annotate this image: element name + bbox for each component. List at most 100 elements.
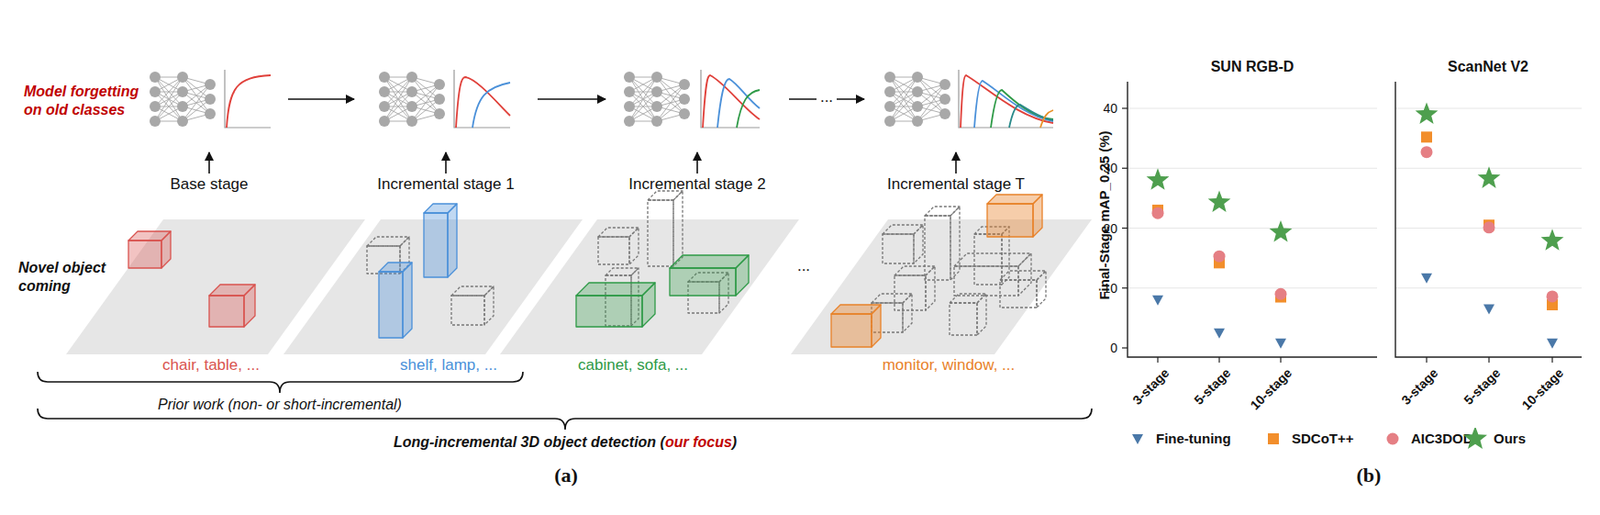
legend-text: Fine-tuning bbox=[1155, 430, 1232, 446]
neuron bbox=[149, 71, 161, 83]
box-face bbox=[949, 293, 987, 303]
network-edge bbox=[889, 77, 918, 122]
ellipsis: ... bbox=[797, 256, 811, 276]
neuron bbox=[378, 115, 390, 127]
emphasis: our focus bbox=[665, 433, 733, 450]
legend-text: Ours bbox=[1493, 430, 1526, 446]
neuron bbox=[204, 78, 216, 90]
bracket-label: Long-incremental 3D object detection (ou… bbox=[393, 433, 737, 451]
legend-marker bbox=[1124, 427, 1153, 450]
box-face bbox=[423, 212, 448, 278]
neuron bbox=[406, 115, 418, 127]
stage-column: Incremental stage 1 bbox=[366, 62, 525, 199]
marker-square bbox=[1267, 433, 1279, 445]
neuron bbox=[177, 100, 189, 112]
forgetting-curve bbox=[1009, 104, 1054, 128]
axis-title: Final-Stage mAP_0.25 (%) bbox=[1096, 130, 1112, 300]
box-face bbox=[950, 206, 960, 280]
tick-label: 10-stage bbox=[1519, 365, 1567, 412]
box-face bbox=[378, 271, 403, 338]
neuron bbox=[651, 100, 663, 112]
box-face bbox=[402, 262, 412, 338]
neuron bbox=[177, 115, 189, 127]
marker-triangle bbox=[1275, 338, 1287, 349]
marker-square bbox=[1421, 131, 1433, 143]
network-edge bbox=[155, 77, 183, 122]
box-face bbox=[366, 236, 410, 246]
neuron bbox=[939, 108, 951, 120]
tick bbox=[1425, 356, 1427, 363]
neuron bbox=[678, 78, 690, 90]
object-box bbox=[954, 253, 1032, 296]
axis-spine bbox=[1395, 81, 1582, 357]
up-arrow bbox=[208, 152, 211, 174]
object-box bbox=[1000, 270, 1046, 308]
grid-line bbox=[1127, 167, 1378, 169]
legend-text: AIC3DOD bbox=[1411, 430, 1474, 446]
marker-circle bbox=[1546, 289, 1559, 302]
box-face bbox=[1018, 253, 1032, 296]
box-face bbox=[974, 233, 1002, 285]
forgetting-curve bbox=[472, 82, 511, 128]
marker-triangle bbox=[1546, 338, 1558, 349]
legend-text: SDCoT++ bbox=[1291, 430, 1355, 446]
neuron bbox=[911, 86, 923, 98]
neuron bbox=[939, 93, 951, 105]
panel-tag: (b) bbox=[1356, 463, 1382, 488]
neuron bbox=[433, 93, 445, 105]
curve-axes bbox=[224, 69, 271, 128]
box-face bbox=[161, 231, 171, 268]
marker-circle bbox=[1275, 288, 1288, 300]
box-face bbox=[209, 295, 245, 327]
neuron bbox=[149, 100, 161, 112]
grid-line bbox=[1395, 287, 1582, 289]
neuron bbox=[433, 78, 445, 90]
grid-line bbox=[1395, 108, 1582, 110]
forgetting-curve bbox=[990, 89, 1054, 128]
axis-spine bbox=[1127, 81, 1378, 357]
network-edge bbox=[384, 77, 412, 122]
neuron bbox=[884, 71, 896, 83]
network-edge bbox=[629, 77, 657, 122]
neuron bbox=[623, 100, 635, 112]
marker-circle bbox=[1483, 221, 1496, 234]
bracket-label: Long-incremental 3D object detection ( bbox=[393, 433, 666, 450]
chart-title: ScanNet V2 bbox=[1447, 58, 1529, 76]
forgetting-curve bbox=[226, 75, 271, 128]
box-face bbox=[871, 293, 912, 303]
box-face bbox=[1036, 270, 1046, 308]
object-box bbox=[987, 194, 1043, 237]
neuron bbox=[406, 71, 418, 83]
class-list: chair, table, ... bbox=[162, 355, 260, 375]
marker-star bbox=[1415, 102, 1439, 125]
neuron bbox=[433, 108, 445, 120]
box-face bbox=[902, 293, 912, 333]
stage-label: Incremental stage T bbox=[887, 175, 1025, 194]
tick-label: 10 bbox=[1102, 280, 1118, 296]
curve-axes bbox=[700, 69, 760, 128]
neuron bbox=[911, 100, 923, 112]
tick bbox=[1218, 356, 1220, 363]
grid-line bbox=[1127, 227, 1378, 229]
tick-label: 5-stage bbox=[1190, 365, 1234, 408]
box-face bbox=[629, 227, 639, 265]
bracket bbox=[37, 371, 523, 393]
neuron bbox=[378, 86, 390, 98]
box-face bbox=[598, 227, 639, 237]
neuron bbox=[911, 115, 923, 127]
up-arrow bbox=[696, 152, 699, 174]
box-face bbox=[954, 266, 1019, 296]
tick-label: 5-stage bbox=[1460, 365, 1503, 408]
stage-arrow bbox=[288, 98, 355, 100]
box-face bbox=[451, 286, 494, 296]
object-box bbox=[949, 293, 987, 335]
box-face bbox=[913, 224, 923, 264]
tick bbox=[1122, 346, 1128, 348]
tick-label: 30 bbox=[1102, 160, 1118, 176]
box-face bbox=[977, 293, 987, 335]
box-face bbox=[642, 282, 656, 327]
box-face bbox=[447, 203, 457, 278]
box-face bbox=[605, 267, 639, 276]
class-list: shelf, lamp, ... bbox=[400, 355, 498, 375]
box-face bbox=[647, 200, 674, 267]
